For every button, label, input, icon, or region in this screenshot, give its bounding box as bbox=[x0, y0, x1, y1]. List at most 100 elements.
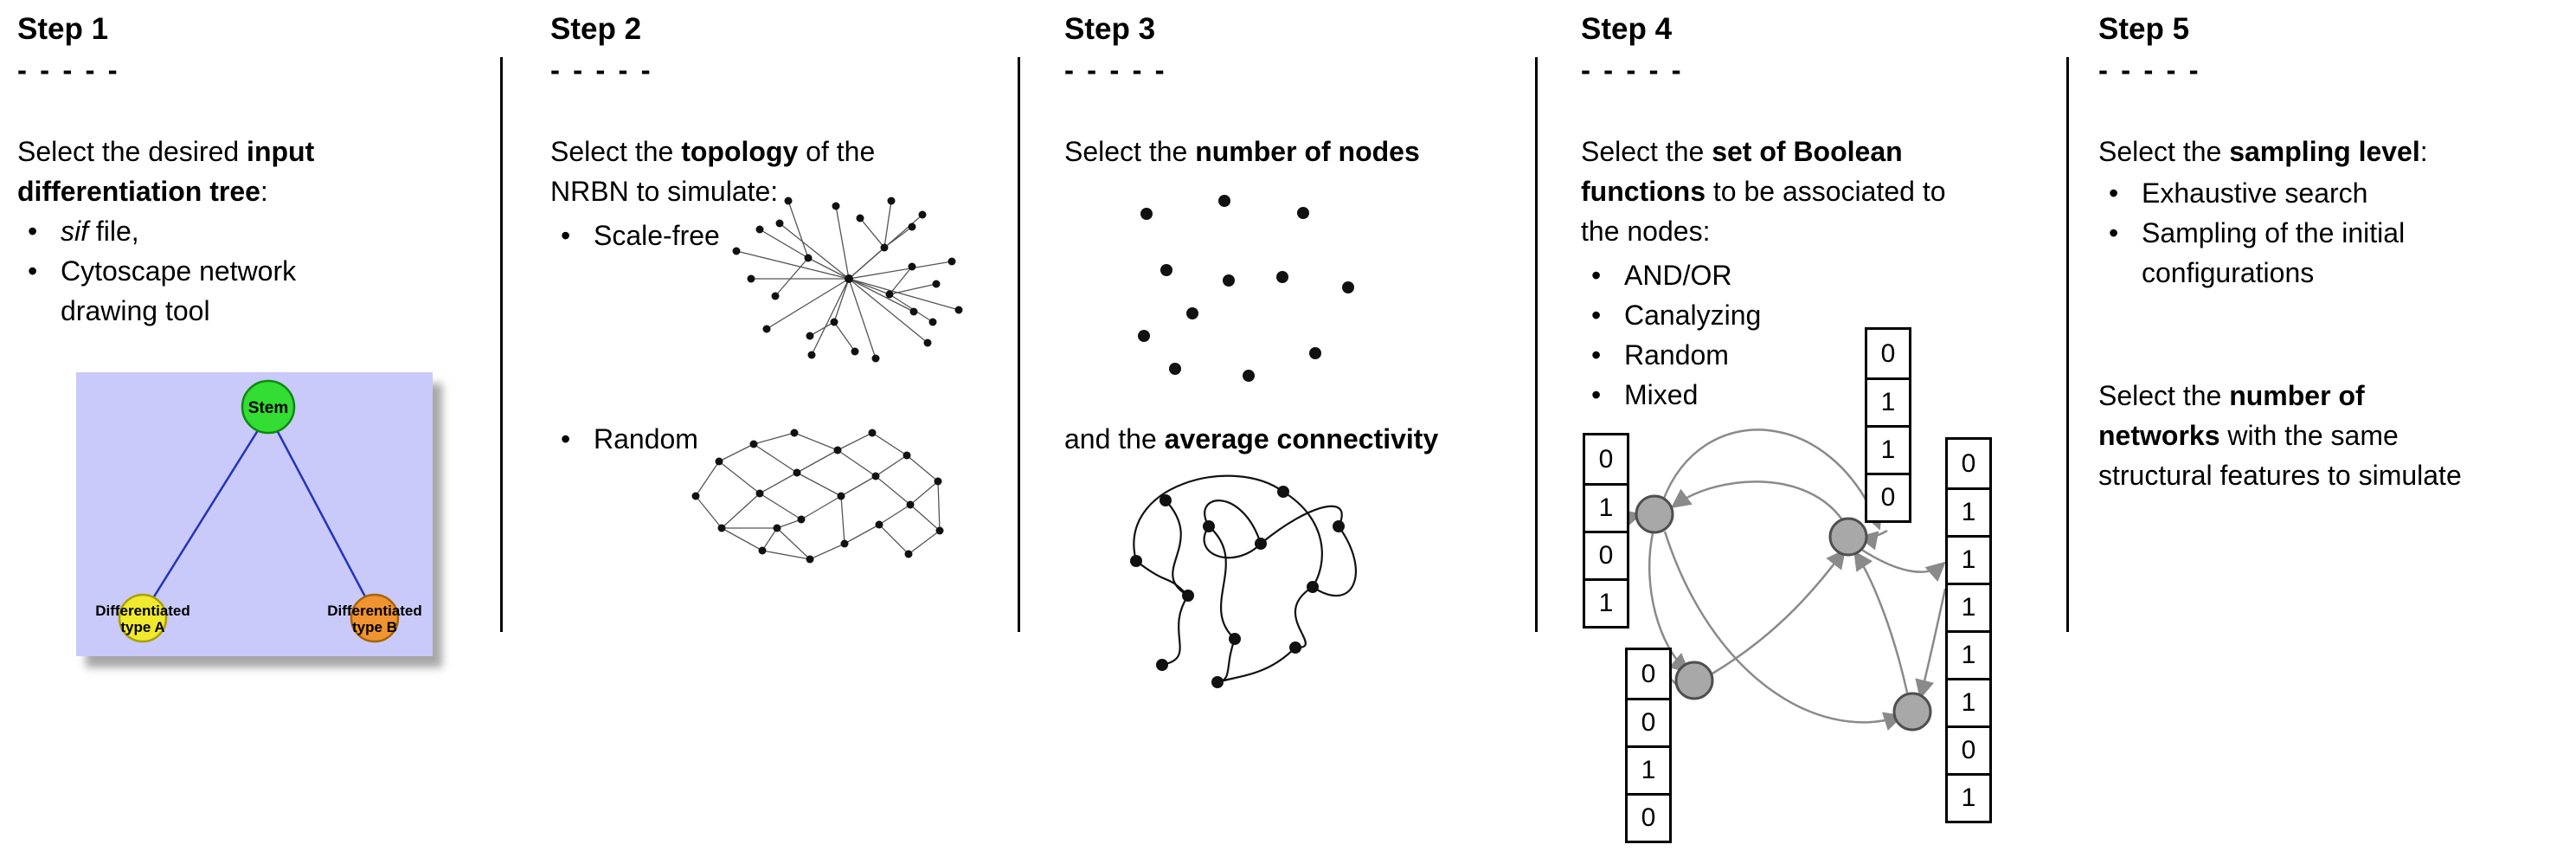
step-5-bullet-list: Exhaustive search Sampling of the initia… bbox=[2098, 173, 2488, 293]
stem-node bbox=[241, 379, 296, 435]
truth-table-cell: 0 bbox=[1961, 448, 1976, 478]
truth-table-cell: 1 bbox=[1867, 425, 1909, 473]
step-5-title: Step 5 bbox=[2098, 12, 2190, 46]
step-4-dashes: - - - - - bbox=[1581, 54, 1684, 86]
type-a-node-label: type A bbox=[120, 619, 164, 635]
bullet-item: Random bbox=[1581, 335, 1962, 375]
bullet-item: Exhaustive search bbox=[2098, 173, 2488, 213]
column-divider bbox=[1535, 57, 1538, 632]
bullet-text: Cytoscape network drawing tool bbox=[61, 255, 297, 326]
step-4-title: Step 4 bbox=[1581, 12, 1673, 46]
step-3-dashes: - - - - - bbox=[1064, 54, 1167, 86]
truth-table-cell: 0 bbox=[1867, 473, 1909, 520]
step-2-title: Step 2 bbox=[550, 12, 642, 46]
random-network-illustration bbox=[691, 429, 944, 564]
intro-text: : bbox=[2419, 136, 2428, 167]
truth-table-cell: 1 bbox=[1948, 630, 1989, 678]
column-divider bbox=[1018, 57, 1020, 632]
step-4-column: Step 4 - - - - - Select the set of Boole… bbox=[1581, 0, 1992, 851]
tree-edge bbox=[141, 413, 270, 616]
bullet-text: file, bbox=[88, 216, 139, 247]
bullet-text: Sampling of the initial configurations bbox=[2142, 217, 2406, 288]
intro-text: to be associated to the nodes: bbox=[1581, 176, 1946, 247]
intro-bold-text: set of Boolean functions bbox=[1581, 136, 1903, 207]
intro-text: of the NRBN to simulate: bbox=[550, 136, 876, 207]
scale-free-network-illustration bbox=[732, 197, 963, 363]
bullet-text: Random bbox=[594, 423, 698, 455]
gene-node bbox=[1635, 494, 1674, 534]
truth-table-cell: 1 bbox=[1948, 773, 1989, 821]
scale-free-edges bbox=[736, 200, 960, 359]
step-5-intro: Select the sampling level: bbox=[2098, 132, 2488, 171]
step-2-intro: Select the topology of the NRBN to simul… bbox=[550, 132, 922, 211]
bullet-item: Mixed bbox=[1581, 375, 1962, 415]
intro-bold-text: number of nodes bbox=[1195, 136, 1420, 167]
step-2-dashes: - - - - - bbox=[550, 54, 653, 86]
truth-table-cell: 1 bbox=[1948, 583, 1989, 630]
intro-text: Select the bbox=[1581, 136, 1712, 167]
tangle-edges bbox=[1133, 474, 1357, 684]
step-2-column: Step 2 - - - - - Select the topology of … bbox=[550, 0, 963, 851]
random-network-nodes bbox=[691, 429, 944, 564]
intro-text: and the bbox=[1064, 423, 1165, 455]
bullet-item: Cytoscape network drawing tool bbox=[17, 251, 389, 331]
scale-free-nodes bbox=[732, 197, 963, 363]
step-3-title: Step 3 bbox=[1064, 12, 1156, 46]
step-3-column: Step 3 - - - - - Select the number of no… bbox=[1064, 0, 1519, 851]
truth-table-cell: 0 bbox=[1628, 698, 1669, 745]
truth-table-cell: 0 bbox=[1598, 444, 1614, 474]
step-5-column: Step 5 - - - - - Select the sampling lev… bbox=[2098, 0, 2488, 851]
intro-text: : bbox=[260, 176, 268, 207]
bullet-item: Sampling of the initial configurations bbox=[2098, 213, 2488, 293]
gene-node bbox=[1674, 661, 1714, 700]
step-1-bullet-list: sif file, Cytoscape network drawing tool bbox=[17, 211, 389, 331]
random-network-edges bbox=[695, 432, 941, 560]
bullet-text: AND/OR bbox=[1624, 260, 1732, 291]
intro-text: Select the desired bbox=[17, 136, 247, 167]
truth-table-cell: 1 bbox=[1585, 483, 1627, 531]
truth-table-right: 0 1 1 1 1 1 0 1 bbox=[1945, 437, 1992, 823]
step-5-dashes: - - - - - bbox=[2098, 54, 2201, 86]
intro-bold-text: input differentiation tree bbox=[17, 136, 315, 207]
network-nodes bbox=[1635, 494, 1932, 732]
step-5-second-text: Select the number of networks with the s… bbox=[2098, 376, 2488, 495]
bullet-text: Exhaustive search bbox=[2142, 177, 2368, 209]
connectivity-tangle-illustration bbox=[1130, 474, 1357, 688]
stem-node-label: Stem bbox=[248, 399, 288, 417]
intro-bold-text: topology bbox=[681, 136, 799, 167]
truth-table-cell: 1 bbox=[1948, 678, 1989, 725]
truth-table-cell: 0 bbox=[1641, 659, 1656, 688]
tree-edges bbox=[141, 413, 376, 616]
type-a-node-label: Differentiated bbox=[95, 603, 190, 619]
column-divider bbox=[2066, 57, 2069, 632]
truth-table-cell: 1 bbox=[1628, 745, 1669, 793]
truth-table-cell: 1 bbox=[1867, 377, 1909, 425]
bullet-item-random: Random bbox=[550, 419, 775, 459]
truth-table-cell: 0 bbox=[1585, 531, 1627, 578]
truth-table-top: 0 1 1 0 bbox=[1865, 327, 1911, 523]
truth-table-cell: 1 bbox=[1585, 578, 1627, 626]
step-1-dashes: - - - - - bbox=[17, 54, 120, 86]
truth-table-cell: 0 bbox=[1948, 725, 1989, 773]
step-3-second-text: and the average connectivity bbox=[1064, 419, 1519, 459]
truth-table-cell: 0 bbox=[1628, 793, 1669, 841]
intro-bold-text: sampling level bbox=[2229, 136, 2420, 167]
truth-table-left: 0 1 0 1 bbox=[1583, 433, 1629, 629]
tree-edge bbox=[267, 413, 376, 616]
type-b-node-label: Differentiated bbox=[327, 603, 422, 619]
bullet-item: sif file, bbox=[17, 211, 389, 251]
bullet-item-scale-free: Scale-free bbox=[550, 216, 775, 255]
second-bold-text: number of networks bbox=[2098, 380, 2365, 451]
step-4-intro: Select the set of Boolean functions to b… bbox=[1581, 132, 1962, 251]
nodes-dots-illustration bbox=[1138, 195, 1354, 382]
tangle-nodes bbox=[1130, 486, 1345, 688]
gene-node bbox=[1892, 692, 1932, 732]
gene-node bbox=[1828, 517, 1868, 557]
truth-table-bottom-left: 0 0 1 0 bbox=[1625, 648, 1672, 843]
truth-table-cell: 1 bbox=[1948, 487, 1989, 535]
truth-table-cell: 0 bbox=[1880, 338, 1896, 368]
bullet-text: Mixed bbox=[1624, 379, 1699, 410]
step-3-intro: Select the number of nodes bbox=[1064, 132, 1519, 171]
intro-text: Select the bbox=[2098, 136, 2230, 167]
